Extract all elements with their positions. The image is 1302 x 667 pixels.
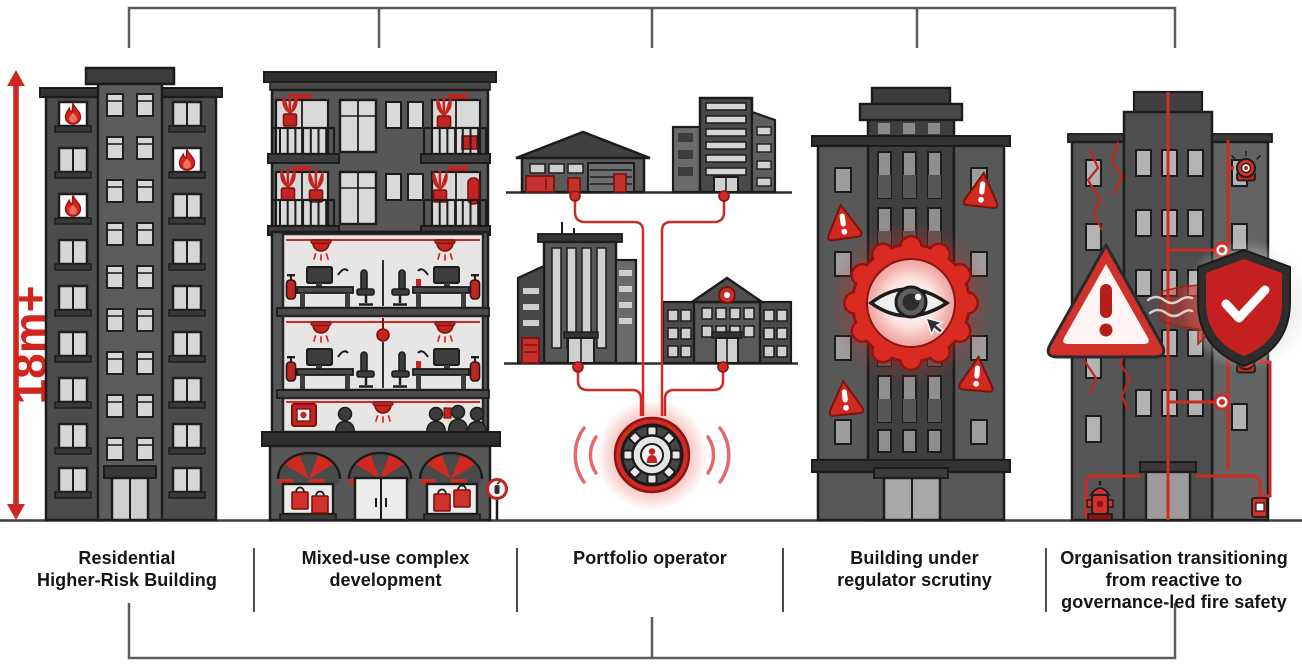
right-wing-windows (167, 100, 207, 500)
flame-icon (55, 194, 91, 224)
crate-icon (613, 173, 627, 193)
section-regulator-scrutiny (811, 86, 1011, 522)
call-point-icon (1251, 497, 1268, 518)
window-grid (834, 151, 988, 453)
label-dividers (253, 548, 1047, 612)
crate-icon (567, 177, 581, 193)
network-links (573, 199, 726, 416)
office-tower-building (671, 96, 777, 194)
bottom-bracket (127, 603, 1177, 660)
section-label-portfolio: Portfolio operator (517, 547, 783, 569)
alarm-panel-icon (291, 403, 317, 427)
office-block-building (516, 222, 638, 365)
fire-hydrant-icon (1086, 481, 1114, 521)
loading-door (521, 337, 540, 364)
label-line: regulator scrutiny (837, 570, 992, 590)
pendant-lamp-icon (376, 318, 390, 342)
eye-icon (868, 285, 951, 319)
label-line: Building under (850, 548, 979, 568)
operator-hub (573, 399, 731, 511)
shield-check-icon (1197, 248, 1291, 368)
gear-icon (622, 425, 682, 485)
label-line: from reactive to (1105, 570, 1243, 590)
label-line: governance-led fire safety (1061, 592, 1287, 612)
person-icon (646, 448, 658, 463)
label-line: Higher-Risk Building (36, 570, 217, 590)
section-mixed-use (261, 71, 508, 522)
cursor-icon (924, 316, 945, 337)
eye-badge (829, 221, 993, 385)
section-label-transition: Organisation transitioning from reactive… (1046, 547, 1302, 613)
section-label-regulator: Building under regulator scrutiny (783, 547, 1046, 591)
label-line: Organisation transitioning (1060, 548, 1288, 568)
left-wing-windows (53, 102, 93, 500)
warning-triangle-icon (1046, 243, 1166, 359)
residential-floor (267, 91, 491, 164)
label-line: Mixed-use complex (301, 548, 470, 568)
warehouse-building (515, 130, 651, 194)
school-building (661, 276, 793, 365)
height-arrow-icon (7, 70, 25, 520)
flame-icon (55, 102, 91, 132)
section-portfolio-operator (504, 96, 798, 511)
network-node-icon (569, 190, 730, 373)
building-door-header (103, 465, 157, 479)
label-line: development (329, 570, 442, 590)
crack-icon (1081, 141, 1132, 411)
fire-extinguisher-icon (467, 177, 480, 205)
crate-icon (525, 175, 555, 193)
mixed-use-building (261, 71, 508, 522)
residential-floor (267, 165, 491, 236)
flame-icon (169, 148, 205, 178)
label-line: Residential (78, 548, 176, 568)
section-label-residential: Residential Higher-Risk Building (0, 547, 254, 591)
section-label-mixed-use: Mixed-use complex development (254, 547, 517, 591)
section-transition (1046, 90, 1302, 522)
extinguisher-sign-icon (486, 478, 508, 520)
office-floor (283, 234, 483, 308)
residential-building (39, 66, 223, 522)
top-bracket (127, 6, 1177, 48)
signal-arc-icon (573, 426, 731, 484)
label-line: Portfolio operator (573, 548, 727, 568)
people-floor (281, 396, 488, 435)
section-residential-higher-risk: 18m+ (4, 66, 223, 522)
